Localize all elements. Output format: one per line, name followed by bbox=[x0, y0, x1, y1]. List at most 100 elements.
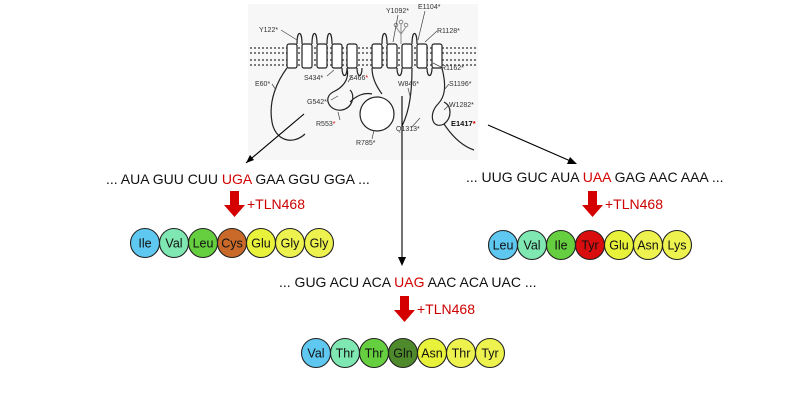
connector-arrows bbox=[245, 96, 577, 266]
panel-uaa: ... UUG GUC AUA UAA GAG AAC AAA ... +TLN… bbox=[466, 169, 724, 261]
amino-acid-label: Leu bbox=[193, 237, 214, 251]
amino-acid-label: Thr bbox=[452, 347, 471, 361]
amino-acid-label: Thr bbox=[336, 347, 355, 361]
mutation-label: E1417 bbox=[451, 119, 473, 128]
amino-acid-circle bbox=[303, 227, 335, 259]
mutation-stop-star: * bbox=[473, 119, 476, 128]
panel-uga: ... AUA GUU CUU UGA GAA GGU GGA ... +TLN… bbox=[106, 171, 370, 259]
svg-text:R553*: R553* bbox=[316, 121, 336, 128]
svg-text:E1104*: E1104* bbox=[418, 4, 441, 11]
svg-text:R785*: R785* bbox=[356, 140, 376, 147]
sequence-before-stop: ... UUG GUC AUA bbox=[466, 169, 583, 185]
mutation-label: S1196* bbox=[449, 81, 472, 88]
amino-acid-label: Leu bbox=[493, 239, 514, 253]
svg-text:S466*: S466* bbox=[349, 75, 368, 82]
amino-acid-residue: Val bbox=[158, 227, 190, 259]
svg-text:E1417*: E1417* bbox=[451, 119, 476, 128]
panel-uag: ... GUG ACU ACA UAG AAC ACA UAC ... +TLN… bbox=[279, 274, 537, 369]
amino-acid-label: Lys bbox=[668, 239, 687, 253]
amino-acid-residue: Gly bbox=[274, 227, 306, 259]
amino-acid-label: Cys bbox=[221, 237, 243, 251]
sequence-before-stop: ... GUG ACU ACA bbox=[279, 274, 394, 290]
amino-acid-label: Val bbox=[165, 237, 182, 251]
amino-acid-residue: Asn bbox=[416, 337, 448, 369]
amino-acid-residue: Thr bbox=[329, 337, 361, 369]
red-down-arrow-icon bbox=[224, 191, 245, 217]
sequence-after-stop: GAG AAC AAA ... bbox=[611, 169, 724, 185]
mutation-leader-lines bbox=[271, 10, 450, 140]
amino-acid-residue: Thr bbox=[445, 337, 477, 369]
amino-acid-circle bbox=[661, 229, 693, 261]
transmembrane-domain-1 bbox=[286, 32, 363, 77]
amino-acid-label: Ile bbox=[554, 239, 567, 253]
glycosylation-icon bbox=[393, 19, 409, 44]
transmembrane-domain-2 bbox=[371, 32, 443, 77]
mutation-label: W846* bbox=[398, 81, 419, 88]
svg-text:R1162*: R1162* bbox=[441, 65, 464, 72]
red-down-arrow-icon bbox=[582, 191, 603, 217]
svg-text:Q1313*: Q1313* bbox=[396, 126, 420, 133]
mrna-sequence: ... UUG GUC AUA UAA GAG AAC AAA ... bbox=[466, 169, 724, 185]
amino-acid-residue: Tyr bbox=[574, 229, 606, 261]
drug-label: +TLN468 bbox=[247, 196, 305, 212]
mutation-label: S434* bbox=[304, 75, 323, 82]
amino-acid-residue: Val bbox=[300, 337, 332, 369]
amino-acid-label: Gln bbox=[393, 347, 413, 361]
mutation-label: R1162* bbox=[441, 65, 464, 72]
svg-text:Y1092*: Y1092* bbox=[386, 8, 409, 15]
amino-acid-label: Gly bbox=[281, 237, 301, 251]
mutation-stop-star: * bbox=[333, 121, 336, 128]
mutation-label: Y1092* bbox=[386, 8, 409, 15]
amino-acid-residue: Glu bbox=[603, 229, 635, 261]
mutation-label: G542* bbox=[307, 99, 327, 106]
amino-acid-label: Glu bbox=[609, 239, 629, 253]
amino-acid-residue: Asn bbox=[632, 229, 664, 261]
sequence-after-stop: AAC ACA UAC ... bbox=[425, 274, 537, 290]
mutation-labels: Y122* E60* S434* S466* G542* R553* R785*… bbox=[255, 4, 476, 147]
amino-acid-residue: Leu bbox=[187, 227, 219, 259]
drug-label: +TLN468 bbox=[605, 196, 663, 212]
amino-acid-label: Val bbox=[307, 347, 324, 361]
sequence-after-stop: GAA GGU GGA ... bbox=[252, 171, 370, 187]
mutation-label: R553 bbox=[316, 121, 333, 128]
mrna-sequence: ... GUG ACU ACA UAG AAC ACA UAC ... bbox=[279, 274, 537, 290]
stop-codon: UAG bbox=[394, 274, 424, 290]
amino-acid-residue: Lys bbox=[661, 229, 693, 261]
amino-acid-label: Gly bbox=[310, 237, 330, 251]
amino-acid-residue: Tyr bbox=[474, 337, 506, 369]
amino-acid-residue: Gln bbox=[387, 337, 419, 369]
amino-acid-residue: Ile bbox=[545, 229, 577, 261]
arrow-to-uaa-panel bbox=[487, 124, 576, 164]
amino-acid-circle bbox=[474, 337, 506, 369]
sequence-before-stop: ... AUA GUU CUU bbox=[106, 171, 222, 187]
svg-text:S434*: S434* bbox=[304, 75, 323, 82]
mutation-label: R785* bbox=[356, 140, 376, 147]
mutation-label: E1104* bbox=[418, 4, 441, 11]
amino-acid-residue: Val bbox=[516, 229, 548, 261]
svg-text:W846*: W846* bbox=[398, 81, 419, 88]
mutation-label: R1128* bbox=[437, 28, 460, 35]
stop-codon: UAA bbox=[583, 169, 612, 185]
amino-acid-residue: Thr bbox=[358, 337, 390, 369]
peptide-chain: Ile Val Leu Cys Glu Gly Gly bbox=[129, 227, 335, 259]
mutation-stop-star: * bbox=[365, 75, 368, 82]
amino-acid-residue: Ile bbox=[129, 227, 161, 259]
svg-text:Y122*: Y122* bbox=[259, 27, 278, 34]
amino-acid-residue: Leu bbox=[487, 229, 519, 261]
red-down-arrow-icon bbox=[394, 296, 415, 322]
amino-acid-label: Tyr bbox=[581, 239, 598, 253]
svg-text:G542*: G542* bbox=[307, 99, 327, 106]
mutation-label: E60* bbox=[255, 81, 270, 88]
svg-text:E60*: E60* bbox=[255, 81, 270, 88]
svg-text:S1196*: S1196* bbox=[449, 81, 472, 88]
cytoplasmic-chain bbox=[270, 67, 475, 151]
amino-acid-label: Asn bbox=[637, 239, 659, 253]
amino-acid-residue: Glu bbox=[245, 227, 277, 259]
arrow-to-uga-panel bbox=[245, 113, 305, 164]
amino-acid-label: Glu bbox=[251, 237, 271, 251]
svg-text:R1128*: R1128* bbox=[437, 28, 460, 35]
amino-acid-label: Thr bbox=[365, 347, 384, 361]
